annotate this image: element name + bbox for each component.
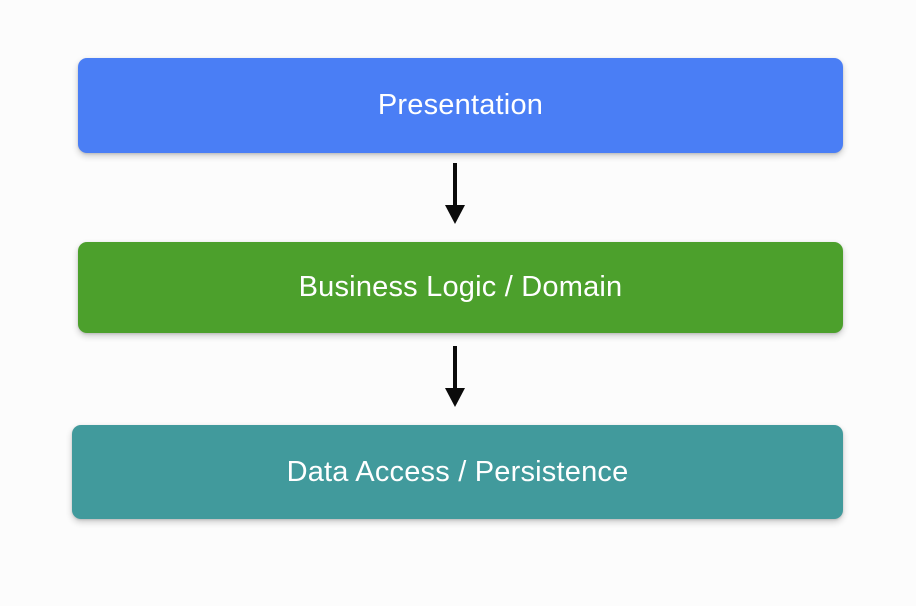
arrow-business-to-data: [443, 346, 467, 407]
layer-box-presentation[interactable]: Presentation: [78, 58, 843, 153]
layer-label-data-access: Data Access / Persistence: [286, 455, 629, 488]
layer-box-data-access[interactable]: Data Access / Persistence: [72, 425, 843, 519]
arrow-head-icon: [445, 205, 465, 224]
layer-label-presentation: Presentation: [377, 89, 544, 121]
arrow-presentation-to-business: [443, 163, 467, 224]
layer-box-business-logic[interactable]: Business Logic / Domain: [78, 242, 843, 333]
arrow-shaft: [453, 346, 457, 389]
arrow-shaft: [453, 163, 457, 206]
arrow-head-icon: [445, 388, 465, 407]
layer-label-business-logic: Business Logic / Domain: [298, 271, 623, 303]
